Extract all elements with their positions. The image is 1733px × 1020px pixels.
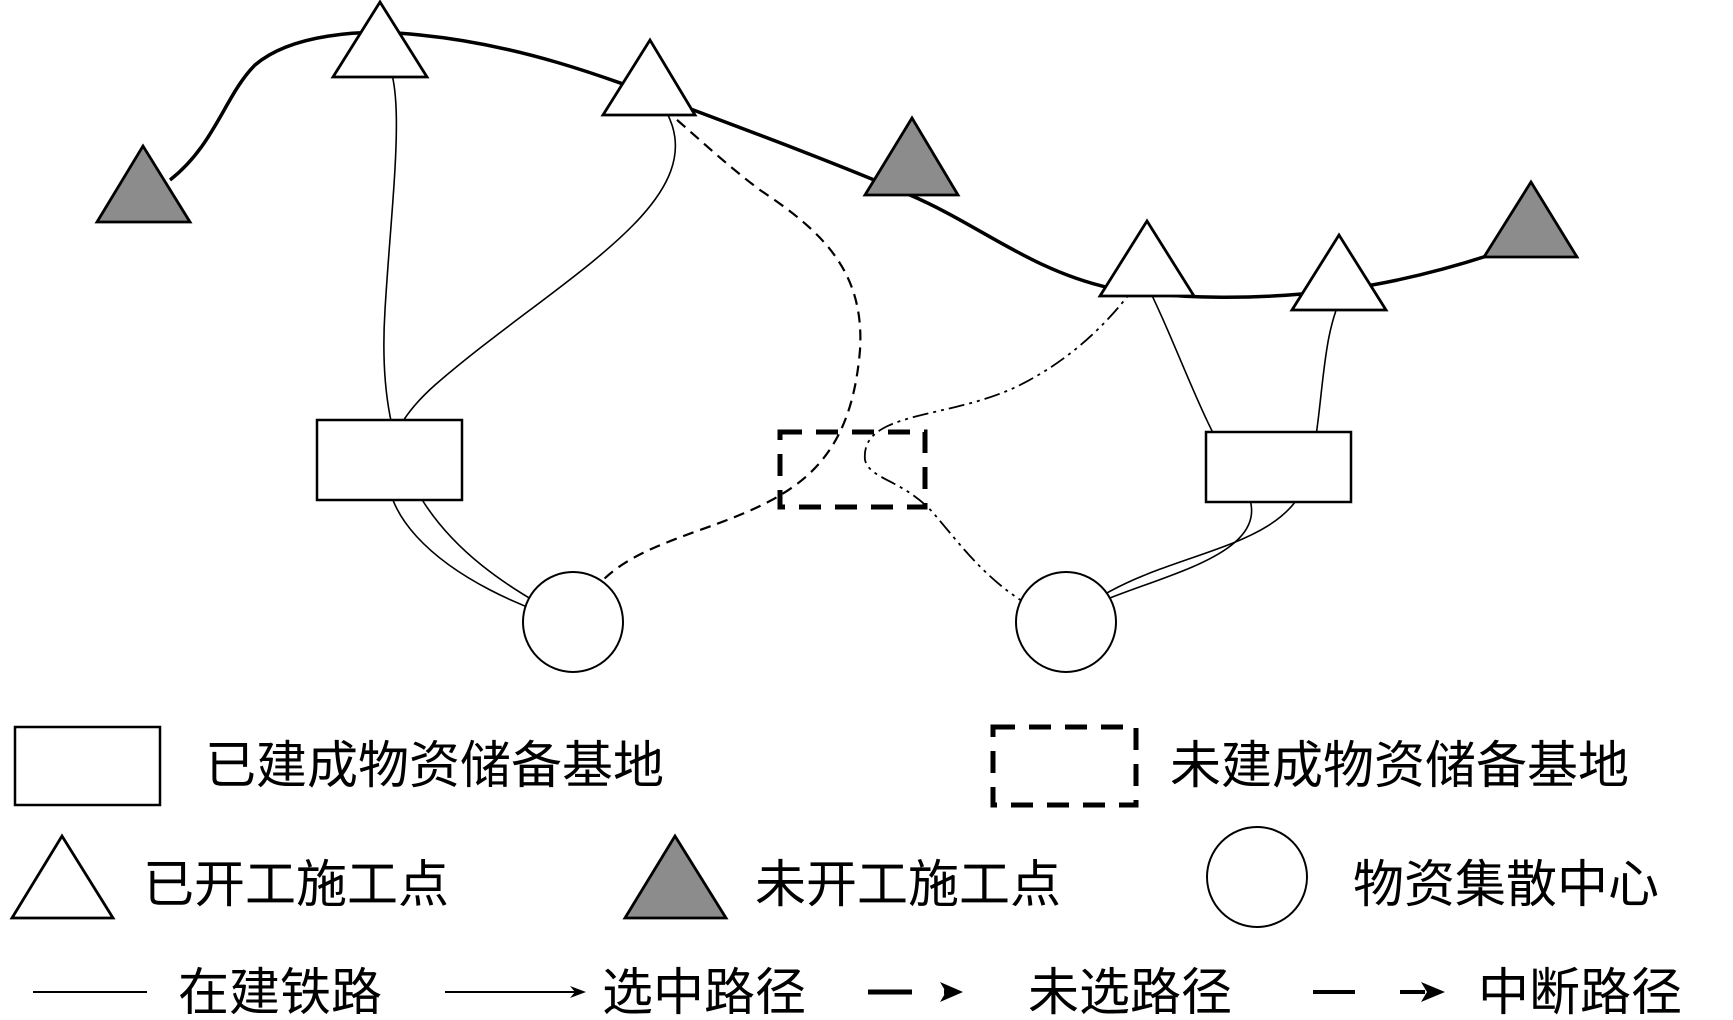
- legend-planned-base-label: 未建成物资储备基地: [1170, 737, 1629, 796]
- built-storage-base: [1204, 430, 1353, 504]
- selected-route: [386, 91, 677, 623]
- started-site: [600, 37, 698, 117]
- built-storage-base: [315, 418, 464, 502]
- started-site: [330, 0, 430, 79]
- legend-built-base-swatch: [13, 725, 162, 807]
- legend-started-site-label: 已开工施工点: [143, 856, 449, 915]
- unstarted-site: [1481, 179, 1580, 259]
- legend-unselected-route-label: 未选路径: [1028, 964, 1232, 1020]
- started-site: [1097, 218, 1197, 298]
- legend-interrupted-route-swatch: [1313, 982, 1445, 1002]
- legend-hub-swatch: [1206, 826, 1308, 928]
- unselected-route: [572, 93, 862, 623]
- legend-started-site-swatch: [9, 833, 116, 920]
- legend-planned-base-swatch: [990, 724, 1139, 808]
- unstarted-site: [862, 115, 961, 197]
- legend-interrupted-route-label: 中断路径: [1478, 964, 1682, 1020]
- railway-line: [168, 30, 1491, 299]
- distribution-hub: [1015, 571, 1117, 673]
- planned-storage-base: [777, 429, 928, 510]
- legend-built-base-label: 已建成物资储备基地: [205, 737, 664, 796]
- legend-unstarted-site-swatch: [622, 833, 729, 920]
- distribution-hub: [522, 571, 624, 673]
- legend-selected-route-label: 选中路径: [602, 964, 806, 1020]
- legend-unstarted-site-label: 未开工施工点: [755, 856, 1061, 915]
- legend-hub-label: 物资集散中心: [1353, 856, 1659, 915]
- legend-railway-label: 在建铁路: [178, 964, 382, 1020]
- started-site: [1289, 232, 1389, 312]
- selected-route: [375, 48, 574, 623]
- interrupted-route: [864, 269, 1147, 623]
- legend-unselected-route-swatch: [868, 982, 963, 1002]
- unstarted-site: [94, 143, 193, 224]
